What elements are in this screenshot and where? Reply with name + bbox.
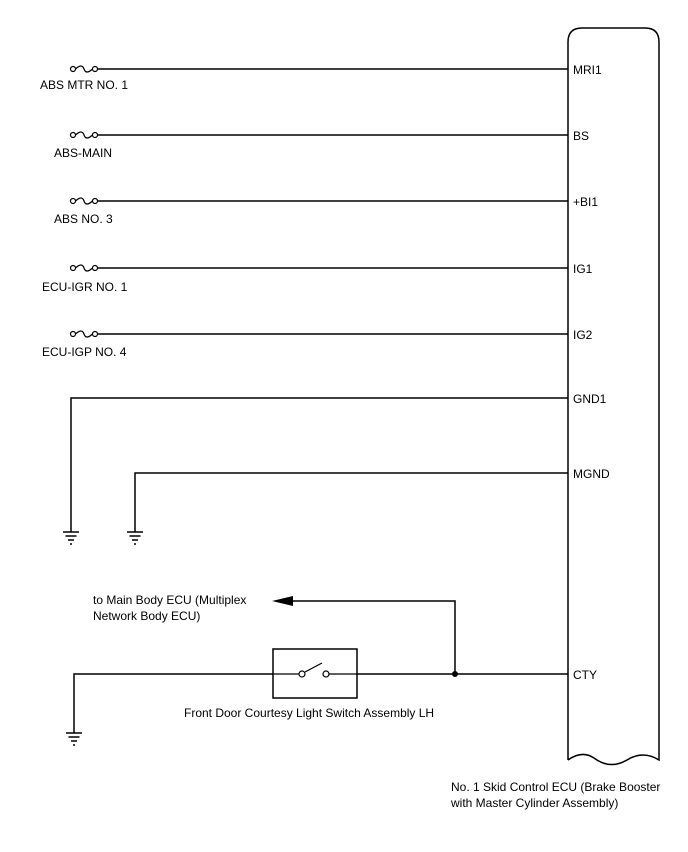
- pin-label-bi1: +BI1: [573, 195, 598, 209]
- fuse-label-ecu-igp-no4: ECU-IGP NO. 4: [42, 345, 127, 359]
- fuse-circuit-ecu-igp-no4: [69, 330, 568, 338]
- ground-icon: [66, 732, 82, 746]
- pin-label-ig2: IG2: [573, 328, 593, 342]
- output-label-line2: Network Body ECU): [93, 609, 200, 623]
- wire-mgnd: [134, 472, 568, 532]
- switch-icon: [273, 662, 357, 678]
- fuse-circuit-ecu-igr-no1: [69, 264, 568, 272]
- fuse-circuit-abs-main: [69, 131, 568, 139]
- fuse-icon: [69, 197, 77, 205]
- fuse-label-abs-mtr-no1: ABS MTR NO. 1: [40, 78, 128, 92]
- pin-label-ig1: IG1: [573, 262, 593, 276]
- ground-icon: [63, 531, 79, 545]
- wire-gnd1: [70, 397, 568, 532]
- fuse-circuit-abs-mtr-no1: [69, 65, 568, 73]
- fuse-label-ecu-igr-no1: ECU-IGR NO. 1: [42, 280, 128, 294]
- arrow-icon: [272, 596, 293, 606]
- fuse-icon: [69, 131, 77, 139]
- wire-to-main-body-ecu: [290, 600, 456, 674]
- ecu-title-line1: No. 1 Skid Control ECU (Brake Booster: [451, 780, 660, 794]
- fuse-label-abs-no3: ABS NO. 3: [54, 212, 113, 226]
- ecu-title-line2: with Master Cylinder Assembly): [450, 796, 618, 810]
- fuse-icon: [69, 330, 77, 338]
- fuse-circuit-abs-no3: [69, 197, 568, 205]
- pin-label-mri1: MRI1: [573, 63, 602, 77]
- fuse-icon: [69, 264, 77, 272]
- fuse-label-abs-main: ABS-MAIN: [54, 146, 112, 160]
- wire-cty-ground: [73, 673, 273, 733]
- pin-label-cty: CTY: [573, 668, 597, 682]
- ecu-box: [567, 27, 660, 766]
- ground-icon: [127, 531, 143, 545]
- pin-label-mgnd: MGND: [573, 467, 610, 481]
- output-label-line1: to Main Body ECU (Multiplex: [93, 593, 246, 607]
- fuse-icon: [69, 65, 77, 73]
- pin-label-gnd1: GND1: [573, 392, 607, 406]
- pin-label-bs: BS: [573, 129, 589, 143]
- switch-label: Front Door Courtesy Light Switch Assembl…: [184, 706, 434, 720]
